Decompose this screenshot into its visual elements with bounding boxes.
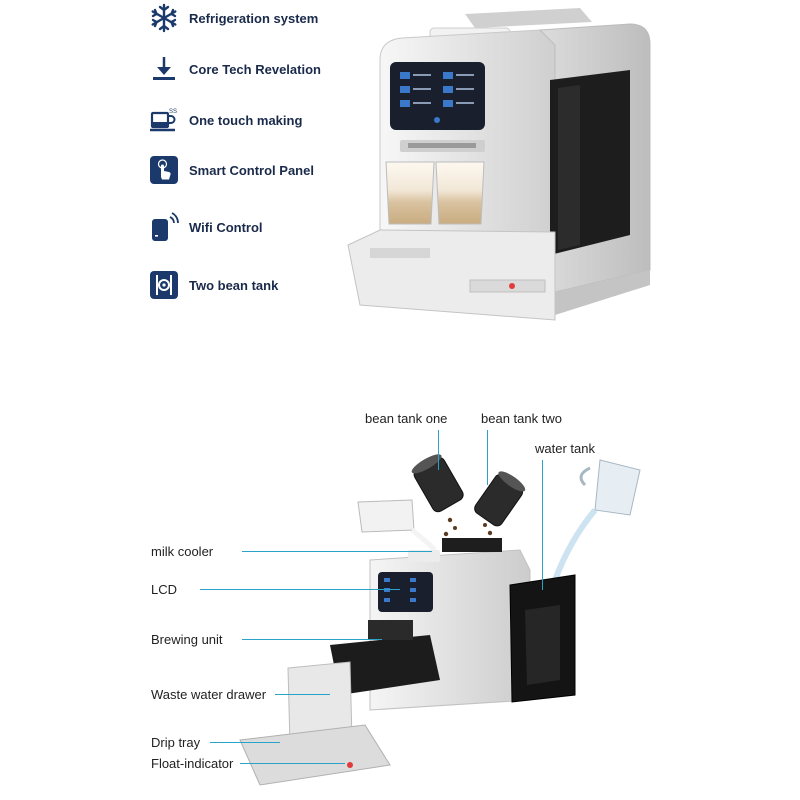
callout-bean-tank-two: bean tank two [481, 411, 562, 426]
feature-label: Smart Control Panel [189, 162, 314, 178]
download-arrow-icon [148, 53, 180, 85]
leader-milk-cooler [242, 551, 432, 552]
feature-smart-panel: Smart Control Panel [148, 154, 314, 186]
feature-wifi: Wifi Control [148, 211, 263, 243]
coffee-cup-icon: SS [148, 104, 180, 136]
coffee-machine-front-image [340, 0, 670, 330]
callout-water-tank: water tank [535, 441, 595, 456]
feature-label: One touch making [189, 112, 303, 128]
wifi-phone-icon [148, 211, 180, 243]
callout-drip-tray: Drip tray [151, 735, 201, 750]
feature-label: Core Tech Revelation [189, 61, 321, 77]
callout-lcd: LCD [151, 582, 178, 597]
feature-two-bean-tank: Two bean tank [148, 269, 278, 301]
touch-hand-icon [148, 154, 180, 186]
svg-text:SS: SS [169, 109, 177, 115]
feature-refrigeration: Refrigeration system [148, 2, 318, 34]
coffee-machine-exploded-image [200, 440, 660, 800]
callout-brewing-unit: Brewing unit [151, 632, 223, 647]
feature-label: Refrigeration system [189, 10, 319, 26]
feature-core-tech: Core Tech Revelation [148, 53, 321, 85]
leader-brewing-unit [242, 639, 382, 640]
leader-water-tank [542, 460, 543, 590]
bean-tank-icon [148, 269, 180, 301]
leader-bean-tank-one [438, 430, 439, 470]
leader-waste-water-drawer [275, 694, 330, 695]
callout-float-indicator: Float-indicator [151, 756, 234, 771]
feature-one-touch: SS One touch making [148, 104, 302, 136]
callout-milk-cooler: milk cooler [151, 544, 214, 559]
callout-waste-water-drawer: Waste water drawer [151, 687, 267, 702]
leader-bean-tank-two [487, 430, 488, 485]
callout-bean-tank-one: bean tank one [365, 411, 448, 426]
feature-label: Wifi Control [189, 219, 263, 235]
feature-label: Two bean tank [189, 277, 279, 293]
snowflake-icon [148, 2, 180, 34]
leader-lcd [200, 589, 400, 590]
leader-drip-tray [210, 742, 280, 743]
leader-float-indicator [240, 763, 345, 764]
